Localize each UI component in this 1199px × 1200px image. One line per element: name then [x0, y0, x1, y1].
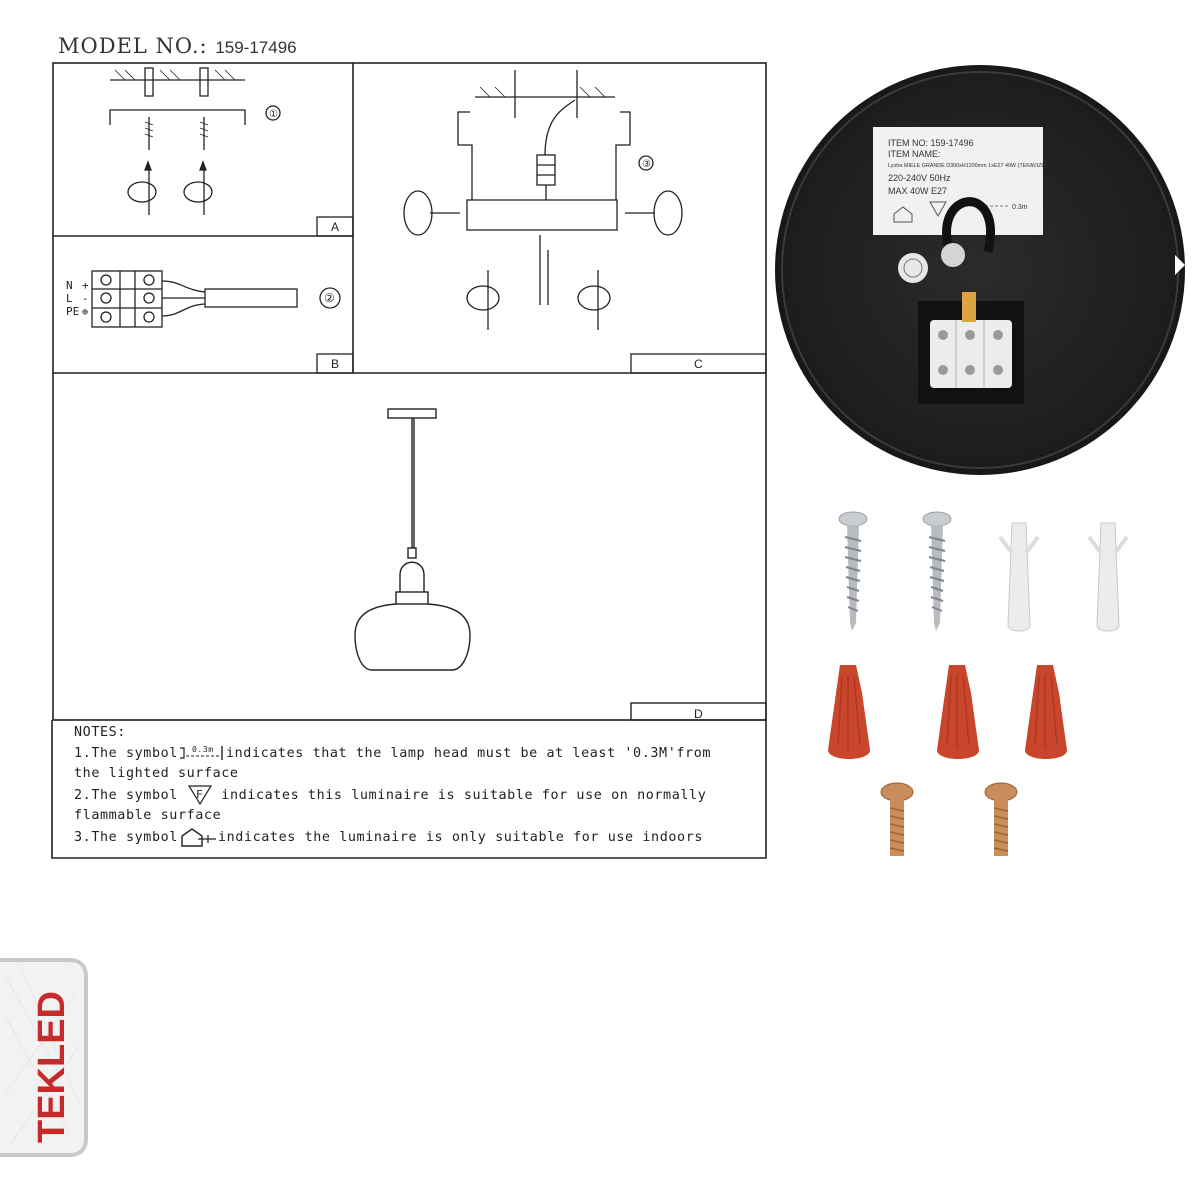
sticker-flammable-icon — [929, 201, 947, 218]
terminal-sign-l: - — [82, 292, 89, 305]
panel-c — [403, 70, 767, 374]
flammable-surface-symbol-icon: F — [187, 785, 212, 806]
cable-loop — [942, 197, 995, 254]
sticker-distance: 0.3m — [1012, 204, 1028, 211]
terminal-label-l: L — [66, 292, 73, 305]
panel-b-step: ② — [324, 291, 335, 305]
panel-a — [109, 67, 354, 237]
model-number: 159-17496 — [215, 38, 297, 57]
terminal-label-n: N — [66, 279, 73, 292]
wire-connector-3 — [1025, 665, 1067, 759]
canopy-plate — [775, 65, 1185, 475]
wire-connector-2 — [937, 665, 979, 759]
sticker-indoor-icon — [893, 206, 913, 223]
double-insulation-icon — [898, 253, 928, 283]
diagram-frame — [52, 62, 767, 721]
panel-a-step: ① — [269, 109, 278, 120]
panel-c-step: ③ — [642, 159, 651, 170]
panel-d-pendant-drawing — [354, 408, 767, 721]
terminal-sign-pe: ⊕ — [82, 307, 88, 318]
wall-plug-2 — [1087, 522, 1129, 632]
hardware-kit-photo — [828, 511, 1129, 856]
wire-connector-1 — [828, 665, 870, 759]
flammable-symbol-text: F — [196, 788, 203, 801]
terminal-sign-n: + — [82, 279, 89, 292]
note-item-2: 2.The symbol F indicates this luminaire … — [74, 784, 744, 826]
brass-bolt-1 — [880, 782, 914, 856]
panel-d-label: D — [694, 707, 703, 721]
logo-text: TEKLED — [31, 991, 73, 1143]
sticker-max: MAX 40W E27 — [888, 186, 947, 196]
grommet — [941, 243, 965, 267]
sticker-description: Lystra MIELE GRANDE D300xH1200mm 1xE27 4… — [888, 163, 1047, 169]
panel-c-label: C — [694, 357, 703, 371]
notes-frame — [51, 720, 767, 859]
tekled-logo: TEKLED — [0, 958, 88, 1157]
brass-bolt-2 — [984, 782, 1018, 856]
sticker-item-no: ITEM NO: 159-17496 — [888, 138, 974, 148]
notes-title: NOTES: — [74, 725, 126, 740]
wood-screw-1 — [838, 511, 868, 631]
distance-symbol-icon: 0.3m — [179, 745, 223, 760]
panel-b-label: B — [331, 357, 339, 371]
model-label: MODEL NO.: — [58, 34, 208, 58]
installation-diagram-sheet: ① A N L PE + - ⊕ ② B — [51, 62, 767, 859]
sticker-item-name: ITEM NAME: — [888, 149, 941, 159]
terminal-label-pe: PE — [66, 305, 79, 318]
indoor-use-symbol-icon — [181, 828, 216, 847]
wood-screw-2 — [922, 511, 952, 631]
sticker-voltage: 220-240V 50Hz — [888, 173, 951, 183]
wall-plug-1 — [998, 522, 1040, 632]
model-number-header: MODEL NO.: 159-17496 — [58, 34, 297, 58]
distance-symbol-text: 0.3m — [192, 745, 214, 754]
canopy-photo: ITEM NO: 159-17496 ITEM NAME: Lystra MIE… — [775, 65, 1185, 475]
terminal-block — [930, 320, 1012, 388]
product-sticker — [873, 127, 1043, 235]
panel-a-label: A — [331, 220, 339, 234]
panel-b — [91, 270, 354, 374]
